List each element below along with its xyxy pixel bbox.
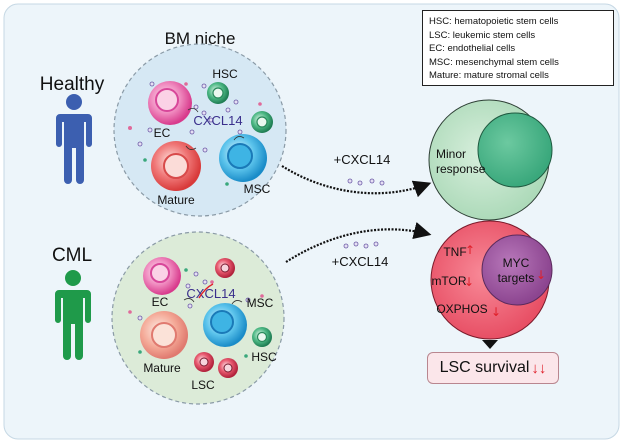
legend-box: HSC: hematopoietic stem cells LSC: leuke… [422,10,614,86]
minor-response-line2: response [436,162,486,176]
top-arrow: +CXCL14 [281,152,432,198]
cml-mature-label: Mature [143,361,181,375]
legend-item: LSC: leukemic stem cells [429,29,536,41]
healthy-niche: HSC EC CXCL14 Mature MSC [113,43,287,217]
legend-item: Mature: mature stromal cells [429,70,549,81]
cml-person-icon [55,270,91,360]
cml-msc-label: MSC [247,296,274,310]
niche-title: BM niche [165,29,236,48]
top-arrow-label: +CXCL14 [334,152,391,167]
healthy-hsc-label: HSC [212,67,238,81]
lsc-survival-box: LSC survival ↓↓ [427,352,559,384]
myc-targets-label: targets [498,271,535,285]
minor-response-line1: Minor [436,147,466,161]
lsc-survival-label: LSC survival [439,359,530,376]
up-arrow-icon: ↑ [465,243,475,257]
cml-hsc-label: HSC [251,350,277,364]
oxphos-label: OXPHOS [436,302,487,316]
cml-niche: EC CXCL14 MSC Mature HSC LSC [111,231,285,405]
cml-ec-label: EC [152,295,169,309]
myc-label: MYC [503,256,530,270]
healthy-response: Minor response [428,99,553,221]
cxcl14-molecules [137,81,243,153]
down-arrow-icon: ↓ [491,305,501,319]
down-arrow-icon: ↓ [536,268,546,282]
healthy-label: Healthy [40,74,105,95]
cxcl14-molecules [137,271,251,321]
legend-item: HSC: hematopoietic stem cells [429,16,559,27]
healthy-ec-label: EC [154,126,171,140]
healthy-mature-label: Mature [157,193,195,207]
down-triangle-icon [482,340,498,349]
cml-lsc-label: LSC [191,378,215,392]
tnf-label: TNF [443,245,466,259]
legend-item: EC: endothelial cells [429,43,516,54]
myc-targets-circle [481,234,553,306]
cml-cxcl14-label: CXCL14 [186,286,235,301]
cml-response: TNF ↑ mTOR ↓ OXPHOS ↓ MYC targets ↓ [430,220,553,340]
healthy-msc-label: MSC [244,182,271,196]
legend-item: MSC: mesenchymal stem cells [429,56,559,68]
mtor-label: mTOR [431,274,466,288]
healthy-response-inner-circle [477,112,553,188]
cxcl14-strike-mark [198,283,214,299]
double-down-arrow-icon: ↓↓ [531,359,547,377]
bottom-arrow: +CXCL14 [285,222,432,269]
cml-label: CML [52,245,92,266]
down-arrow-icon: ↓ [464,275,474,289]
bottom-arrow-label: +CXCL14 [332,254,389,269]
healthy-person-icon [56,94,92,184]
healthy-cxcl14-label: CXCL14 [193,113,242,128]
